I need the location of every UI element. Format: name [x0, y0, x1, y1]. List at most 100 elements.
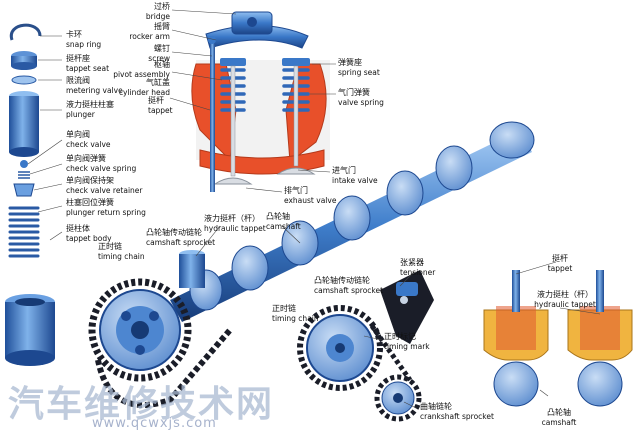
label-tappet-right: 挺杆 tappet [540, 254, 580, 274]
label-camshaft-bottom-en: camshaft [541, 418, 577, 427]
label-camshaft-sprocket-left: 凸轮轴传动链轮 camshaft sprocket [146, 228, 215, 248]
label-camshaft-top: 凸轮轴 camshaft [266, 212, 301, 232]
label-pivot-assembly-zh: 枢轴 [154, 60, 170, 69]
label-hydraulic-tappet-right-en: hydraulic tappet [534, 300, 596, 309]
label-camshaft-sprocket-mid-en: camshaft sprocket [314, 286, 384, 295]
label-tappet-right-en: tappet [547, 264, 573, 273]
label-camshaft-sprocket-mid-zh: 凸轮轴传动链轮 [314, 276, 370, 285]
label-tensioner: 张紧器 tensioner [400, 258, 435, 278]
snap-ring-part [9, 23, 42, 41]
label-check-valve: 单向阀 check valve [66, 130, 111, 150]
label-check-valve-zh: 单向阀 [66, 130, 90, 139]
label-plunger-en: plunger [66, 110, 95, 119]
label-rocker-arm-zh: 摇臂 [154, 22, 170, 31]
label-timing-chain-mid: 正时链 timing chain [272, 304, 319, 324]
label-exhaust-valve-zh: 排气门 [284, 186, 308, 195]
label-tappet-seat: 挺杆座 tappet seat [66, 54, 109, 74]
label-timing-chain-left-zh: 正时链 [98, 242, 122, 251]
label-valve-spring-en: valve spring [338, 98, 384, 107]
label-crankshaft-sprocket: 曲轴链轮 crankshaft sprocket [420, 402, 494, 422]
label-metering-valve: 限流阀 metering valve [66, 76, 123, 96]
label-spring-seat-en: spring seat [338, 68, 380, 77]
label-pivot-assembly-en: pivot assembly [113, 70, 170, 79]
label-hydraulic-tappet: 液力挺杆（杆） hydraulic tappet [204, 214, 266, 234]
label-tappet-top: 挺杆 tappet [148, 96, 173, 116]
label-tensioner-en: tensioner [400, 268, 436, 277]
camshaft-sprocket-left-part [88, 278, 192, 382]
label-spring-seat-zh: 弹簧座 [338, 58, 362, 67]
camshaft-sprocket-mid-part [297, 305, 383, 391]
label-screw: 螺钉 screw [110, 44, 170, 64]
label-pivot-assembly: 枢轴 pivot assembly [100, 60, 170, 80]
label-tappet-body-zh: 挺柱体 [66, 224, 90, 233]
watermark-url: www.qcwxjs.com [92, 416, 217, 431]
label-camshaft-bottom-zh: 凸轮轴 [547, 408, 571, 417]
watermark-site-name: 汽车维修技术网 [8, 384, 275, 425]
check-valve-retainer-part [13, 183, 35, 197]
pushrod-tappet-part [208, 36, 216, 192]
label-metering-valve-zh: 限流阀 [66, 76, 90, 85]
label-tappet-right-zh: 挺杆 [552, 254, 568, 263]
tappet-section-views [476, 270, 636, 410]
label-screw-en: screw [148, 54, 170, 63]
plunger-part [9, 91, 39, 157]
label-tappet-body: 挺柱体 tappet body [66, 224, 112, 244]
label-screw-zh: 螺钉 [154, 44, 170, 53]
label-tappet-top-en: tappet [148, 106, 173, 115]
camshaft-part [170, 121, 535, 322]
label-rocker-arm: 摇臂 rocker arm [110, 22, 170, 42]
label-crankshaft-sprocket-zh: 曲轴链轮 [420, 402, 452, 411]
label-bridge: 过桥 bridge [120, 2, 170, 22]
crankshaft-sprocket-part [374, 374, 422, 422]
label-check-valve-spring-zh: 单向阀弹簧 [66, 154, 106, 163]
label-check-valve-retainer: 单向阀保持架 check valve retainer [66, 176, 143, 196]
label-cylinder-head-en: cylinder head [118, 88, 170, 97]
label-rocker-arm-en: rocker arm [129, 32, 170, 41]
label-bridge-en: bridge [145, 12, 170, 21]
tappet-seat-part [11, 51, 37, 70]
valves-part [213, 65, 316, 185]
label-cylinder-head-zh: 气缸盖 [146, 78, 170, 87]
label-intake-valve: 进气门 intake valve [332, 166, 378, 186]
label-timing-chain-mid-zh: 正时链 [272, 304, 296, 313]
label-hydraulic-tappet-right: 液力挺柱（杆） hydraulic tappet [530, 290, 600, 310]
label-timing-mark: 正时标记 timing mark [384, 332, 430, 352]
label-timing-chain-left: 正时链 timing chain [98, 242, 145, 262]
label-check-valve-retainer-en: check valve retainer [66, 186, 143, 195]
label-tappet-seat-en: tappet seat [66, 64, 110, 73]
check-valve-part [20, 160, 28, 168]
label-check-valve-spring-en: check valve spring [66, 164, 137, 173]
label-timing-mark-zh: 正时标记 [384, 332, 416, 341]
label-camshaft-sprocket-mid: 凸轮轴传动链轮 camshaft sprocket [314, 276, 383, 296]
label-plunger-return-spring-zh: 柱塞回位弹簧 [66, 198, 114, 207]
label-spring-seat: 弹簧座 spring seat [338, 58, 380, 78]
label-camshaft-top-zh: 凸轮轴 [266, 212, 290, 221]
tensioner-part [380, 270, 434, 344]
label-snap-ring-en: snap ring [66, 40, 102, 49]
label-valve-spring: 气门弹簧 valve spring [338, 88, 384, 108]
label-check-valve-en: check valve [66, 140, 111, 149]
label-intake-valve-en: intake valve [332, 176, 378, 185]
label-hydraulic-tappet-zh: 液力挺杆（杆） [204, 214, 260, 223]
label-tappet-seat-zh: 挺杆座 [66, 54, 90, 63]
label-valve-spring-zh: 气门弹簧 [338, 88, 370, 97]
label-metering-valve-en: metering valve [66, 86, 123, 95]
label-timing-chain-mid-en: timing chain [272, 314, 319, 323]
label-camshaft-top-en: camshaft [266, 222, 301, 231]
label-exhaust-valve-en: exhaust valve [284, 196, 337, 205]
label-bridge-zh: 过桥 [154, 2, 170, 11]
rocker-arm-part [205, 11, 309, 49]
check-valve-spring-part [18, 171, 30, 179]
label-tensioner-zh: 张紧器 [400, 258, 424, 267]
label-hydraulic-tappet-right-zh: 液力挺柱（杆） [537, 290, 593, 299]
label-timing-mark-en: timing mark [384, 342, 430, 351]
label-tappet-top-zh: 挺杆 [148, 96, 164, 105]
label-cylinder-head: 气缸盖 cylinder head [100, 78, 170, 98]
label-timing-chain-left-en: timing chain [98, 252, 145, 261]
label-intake-valve-zh: 进气门 [332, 166, 356, 175]
label-check-valve-spring: 单向阀弹簧 check valve spring [66, 154, 136, 174]
label-hydraulic-tappet-en: hydraulic tappet [204, 224, 266, 233]
timing-chain-left-part [95, 328, 233, 408]
